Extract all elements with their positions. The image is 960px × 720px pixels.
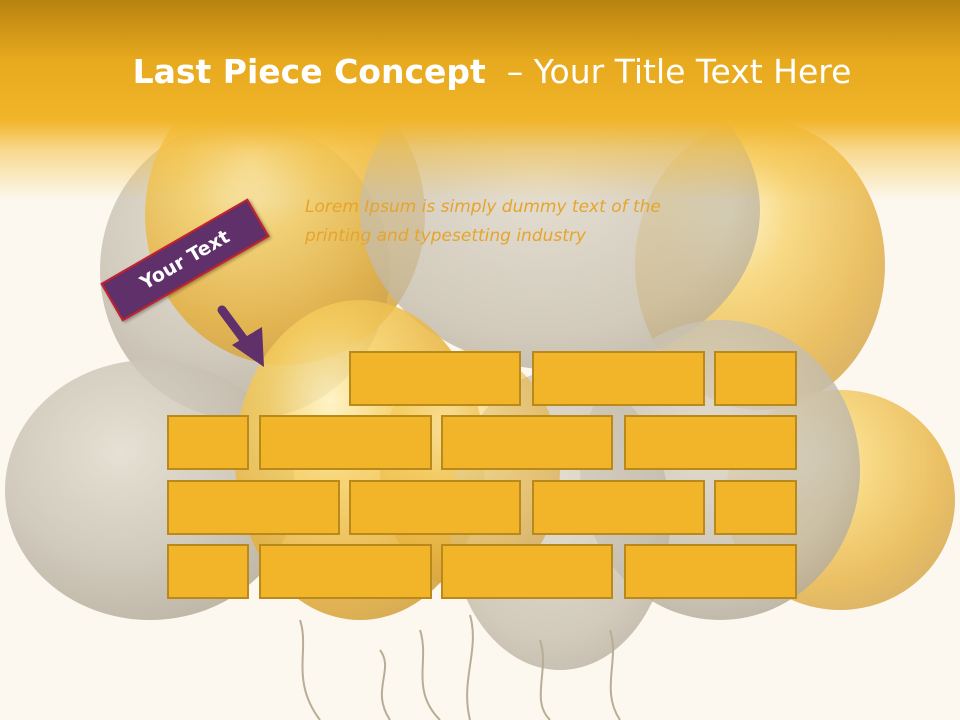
brick bbox=[624, 544, 797, 599]
body-text: Lorem Ipsum is simply dummy text of the … bbox=[305, 197, 661, 246]
brick bbox=[259, 544, 432, 599]
title-rest-text: – Your Title Text Here bbox=[506, 52, 852, 91]
brick bbox=[714, 351, 797, 406]
brick bbox=[532, 480, 705, 535]
brick bbox=[441, 544, 613, 599]
brick bbox=[714, 480, 797, 535]
brick bbox=[167, 480, 340, 535]
brick bbox=[624, 415, 797, 470]
brick bbox=[259, 415, 432, 470]
header-band bbox=[0, 0, 960, 200]
brick bbox=[441, 415, 613, 470]
brick bbox=[349, 351, 521, 406]
slide-title: Last Piece Concept – Your Title Text Her… bbox=[0, 52, 960, 91]
title-bold-text: Last Piece Concept bbox=[132, 52, 486, 91]
brick bbox=[167, 544, 249, 599]
brick bbox=[349, 480, 521, 535]
down-right-arrow-icon bbox=[217, 305, 264, 367]
brick bbox=[167, 415, 249, 470]
brick bbox=[532, 351, 705, 406]
